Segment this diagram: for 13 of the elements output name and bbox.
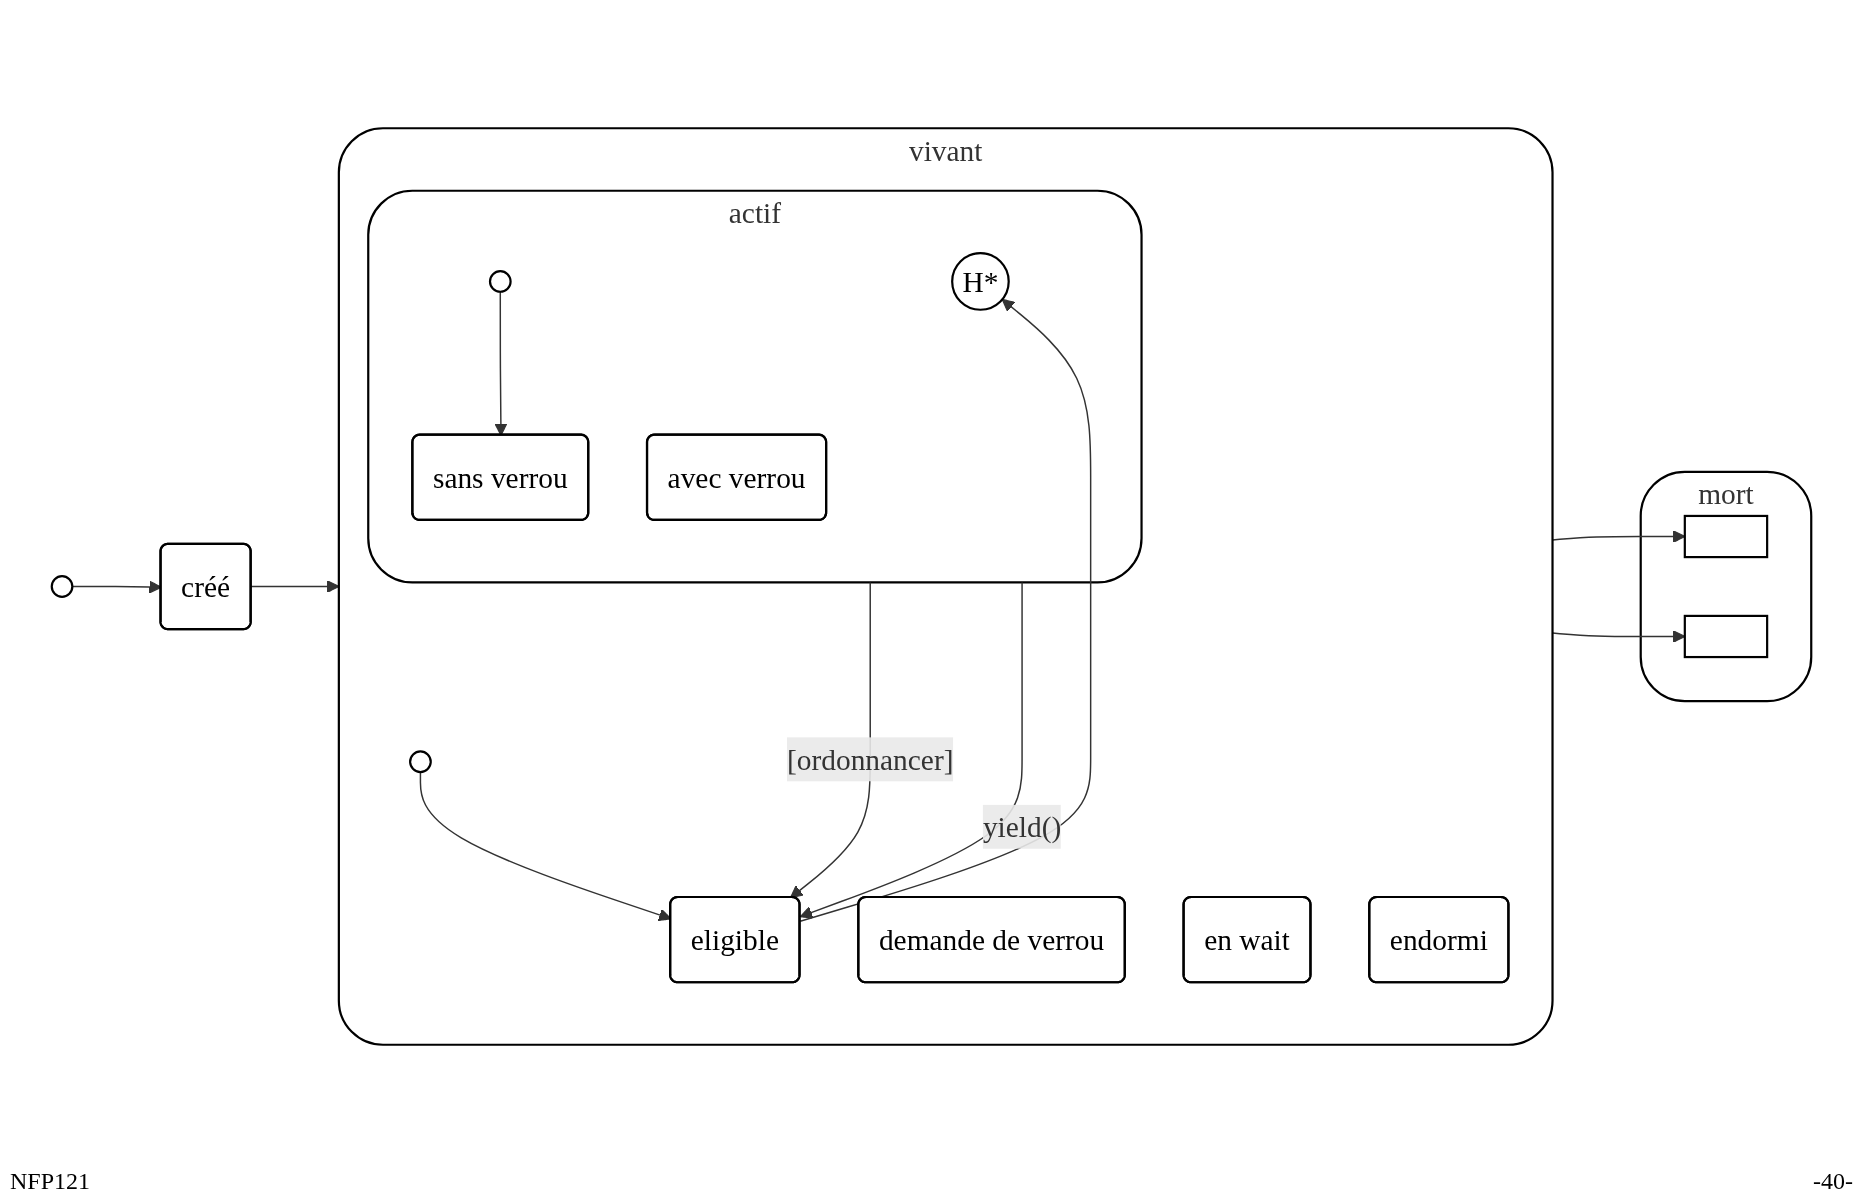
- node-box: [1683, 514, 1769, 559]
- edge-label: [ordonnancer]: [786, 743, 954, 776]
- edge-label: yield(): [982, 810, 1062, 843]
- node-circle: [50, 575, 74, 598]
- arrow: [799, 298, 1092, 922]
- node-box: [1683, 614, 1769, 659]
- page-number: -40-: [1813, 1168, 1853, 1195]
- node-circle: H*: [951, 252, 1010, 311]
- node-circle: [488, 270, 512, 293]
- footer-code: NFP121: [10, 1168, 91, 1195]
- node-circle: [409, 750, 432, 774]
- arrow: [799, 581, 1023, 919]
- cluster: mort: [1639, 470, 1813, 703]
